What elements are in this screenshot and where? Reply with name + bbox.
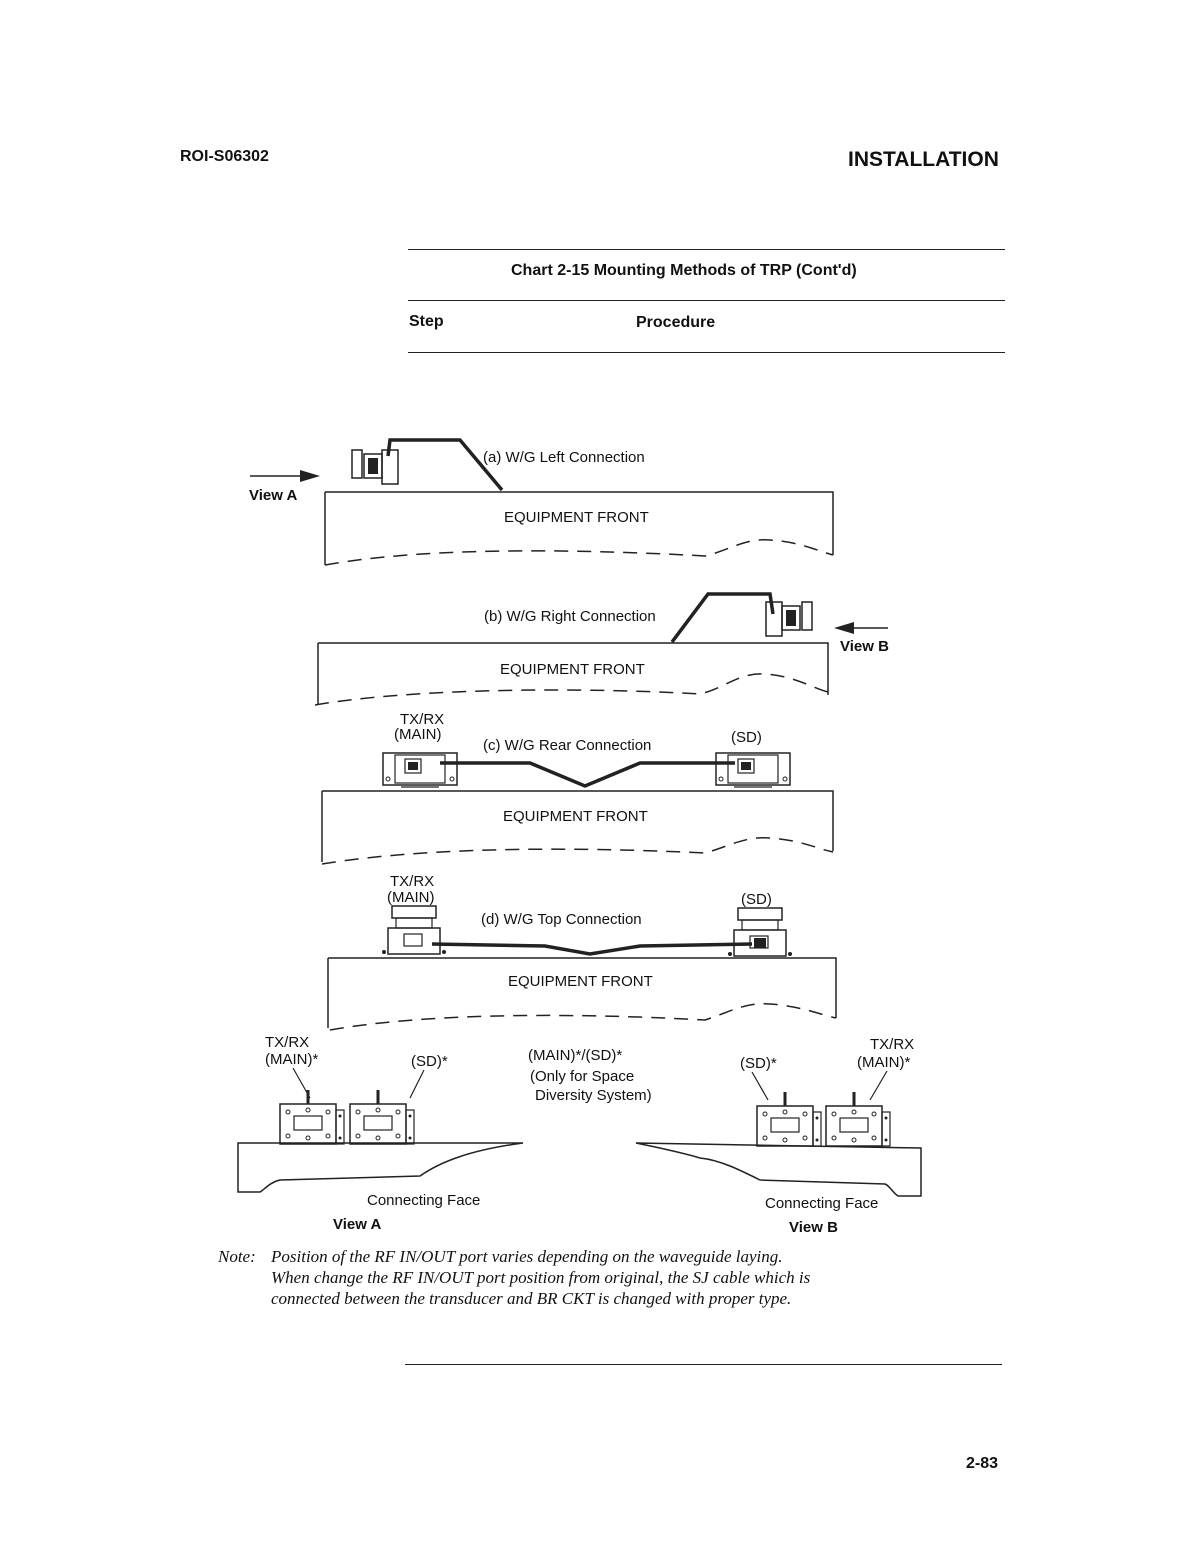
divider	[408, 352, 1005, 353]
equipment-front-label: EQUIPMENT FRONT	[503, 808, 648, 825]
txrx-label: TX/RX	[265, 1034, 309, 1051]
diagram-d-top-connection: TX/RX (MAIN) (d) W/G Top Connection (SD)…	[327, 873, 837, 1031]
note-label: Note:	[218, 1247, 256, 1266]
note: Note: Position of the RF IN/OUT port vari…	[218, 1246, 810, 1309]
diagram-b-right-connection: (b) W/G Right Connection View B EQUIPMEN…	[314, 592, 889, 706]
view-a-label: View A	[249, 487, 298, 504]
equipment-front-label: EQUIPMENT FRONT	[504, 509, 649, 526]
transducer-sd-icon	[755, 1090, 823, 1148]
diagram-b-label: (b) W/G Right Connection	[484, 608, 656, 625]
transducer-main-icon	[824, 1090, 892, 1148]
chart-title: Chart 2-15 Mounting Methods of TRP (Cont…	[511, 262, 857, 279]
transducer-sd-icon	[348, 1088, 416, 1146]
view-b-label: View B	[789, 1219, 838, 1236]
note-line-2: When change the RF IN/OUT port position …	[271, 1268, 811, 1287]
main-label: (MAIN)	[387, 889, 435, 906]
divider	[408, 300, 1005, 301]
view-a-label: View A	[333, 1216, 382, 1233]
note-line-3: connected between the transducer and BR …	[271, 1289, 792, 1308]
diagram-a-left-connection: View A (a) W/G Left Connection EQUIPMENT…	[249, 438, 834, 566]
transducer-sd-icon	[727, 907, 793, 957]
column-header-procedure: Procedure	[636, 314, 716, 331]
sd-label: (SD)*	[740, 1055, 777, 1072]
transducer-main-icon	[382, 752, 458, 788]
page-number: 2-83	[966, 1455, 999, 1472]
connecting-face-label: Connecting Face	[765, 1195, 878, 1212]
sd-label: (SD)	[741, 891, 772, 908]
diagram-c-label: (c) W/G Rear Connection	[483, 737, 651, 754]
main-label: (MAIN)	[394, 726, 442, 743]
txrx-label: TX/RX	[400, 711, 444, 728]
txrx-label: TX/RX	[390, 873, 434, 890]
connecting-face-label: Connecting Face	[367, 1192, 480, 1209]
transducer-main-icon	[278, 1088, 346, 1146]
txrx-label: TX/RX	[870, 1036, 914, 1053]
divider	[405, 1364, 1002, 1365]
section-title: INSTALLATION	[848, 148, 999, 171]
document-id: ROI-S06302	[180, 148, 269, 165]
main-label: (MAIN)*	[857, 1054, 910, 1071]
diagram-connecting-face: TX/RX (MAIN)* (SD)* (MAIN)*/(SD)* (Only …	[237, 1034, 922, 1236]
equipment-front-label: EQUIPMENT FRONT	[508, 973, 653, 990]
trp-unit-icon	[351, 449, 399, 485]
diagram-c-rear-connection: TX/RX (MAIN) (c) W/G Rear Connection (SD…	[321, 711, 834, 865]
view-b-label: View B	[840, 638, 889, 655]
column-header-step: Step	[409, 313, 444, 330]
transducer-main-icon	[381, 905, 447, 955]
sd-label: (SD)	[731, 729, 762, 746]
center-note-1: (MAIN)*/(SD)*	[528, 1047, 622, 1064]
divider	[408, 249, 1005, 250]
diagram-a-label: (a) W/G Left Connection	[483, 449, 645, 466]
diagram-d-label: (d) W/G Top Connection	[481, 911, 642, 928]
main-label: (MAIN)*	[265, 1051, 318, 1068]
transducer-sd-icon	[715, 752, 791, 788]
center-note-2: (Only for Space	[530, 1068, 634, 1085]
equipment-front-label: EQUIPMENT FRONT	[500, 661, 645, 678]
note-line-1: Position of the RF IN/OUT port varies de…	[271, 1247, 783, 1266]
center-note-3: Diversity System)	[535, 1087, 652, 1104]
sd-label: (SD)*	[411, 1053, 448, 1070]
